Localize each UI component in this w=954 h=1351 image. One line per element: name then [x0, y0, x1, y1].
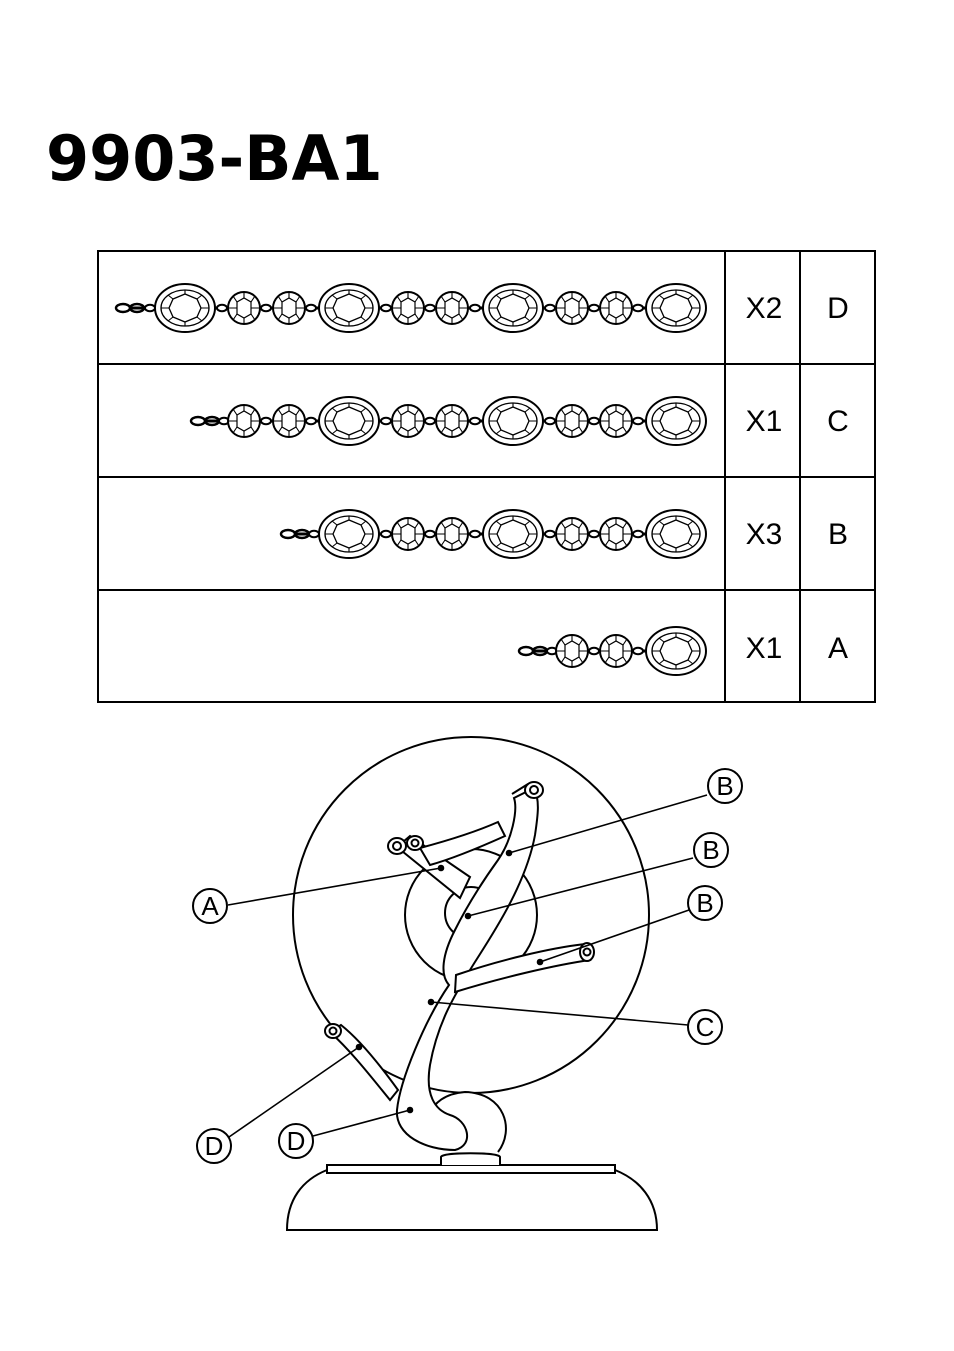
crystal-chain-a: [519, 627, 706, 675]
lamp-assembly: [287, 737, 657, 1230]
row-b-qty: X3: [746, 518, 783, 551]
callout-b-3: B: [696, 888, 713, 918]
callout-b-2: B: [702, 835, 719, 865]
callout-b-1: B: [716, 771, 733, 801]
crystal-chain-c: [191, 397, 706, 445]
row-c-code: C: [827, 405, 849, 438]
crystal-chain-d: [116, 284, 706, 332]
row-c-qty: X1: [746, 405, 783, 438]
crystal-chain-b: [281, 510, 706, 558]
callout-a: A: [201, 891, 219, 921]
callout-d-2: D: [287, 1126, 306, 1156]
row-b-code: B: [828, 518, 848, 551]
row-d-code: D: [827, 292, 849, 325]
callout-d-1: D: [205, 1131, 224, 1161]
callout-c: C: [696, 1012, 715, 1042]
row-a-qty: X1: [746, 632, 783, 665]
row-a-code: A: [828, 632, 848, 665]
row-d-qty: X2: [746, 292, 783, 325]
